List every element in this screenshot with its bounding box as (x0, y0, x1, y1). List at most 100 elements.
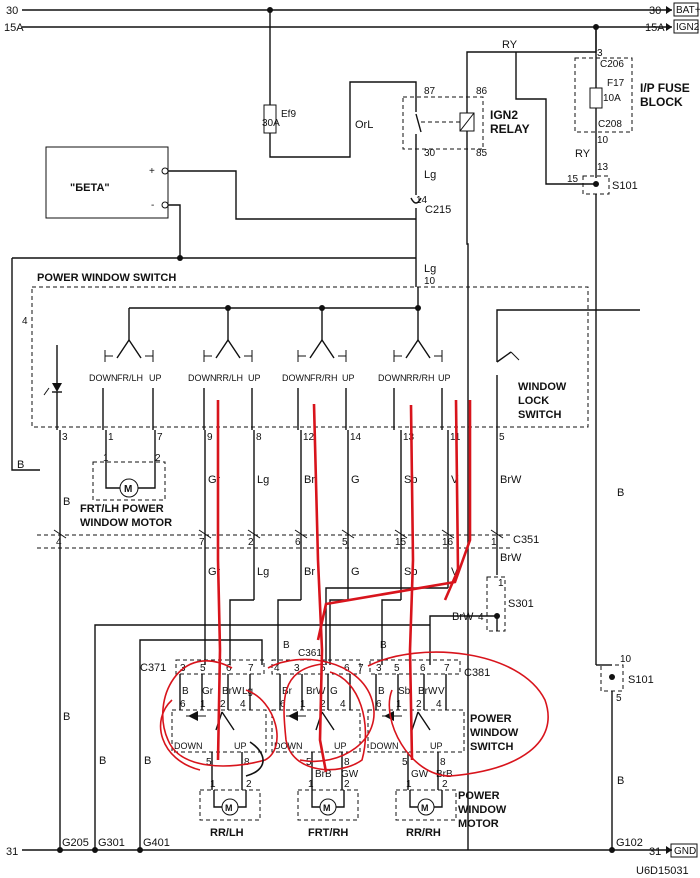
sub-switch-bottom-pin: 8 (244, 757, 250, 768)
sub-switch-bottom-color: BrB (436, 769, 453, 780)
switch-up-label: UP (149, 373, 162, 383)
wire-b-left2: B (63, 496, 70, 508)
c361-pin: 7 (358, 663, 364, 674)
switch-up-label: UP (438, 373, 451, 383)
sub-switch-pin: 6 (180, 699, 186, 710)
ip-fuse-block (574, 57, 633, 133)
svg-text:10: 10 (620, 654, 632, 665)
c208: C208 (598, 119, 622, 130)
wire-b-left3: B (63, 711, 70, 723)
svg-text:M: M (124, 484, 132, 495)
ground-line-label-right: 31 (649, 846, 661, 858)
switch-pin-label: 5 (499, 432, 505, 443)
g301: G301 (98, 837, 125, 849)
switch-group-label: FR/LH (117, 373, 143, 383)
sub-switch-pin: 4 (436, 699, 442, 710)
sub-switch-title-2: WINDOW (470, 727, 519, 739)
svg-text:1: 1 (498, 578, 504, 589)
motor-pin: 1 (210, 779, 216, 790)
svg-text:14: 14 (416, 195, 428, 206)
sub-switch-up: UP (334, 741, 347, 751)
fuse-f17-name: F17 (607, 78, 625, 89)
sub-switch-pin: 1 (396, 699, 402, 710)
c371-label: C371 (140, 662, 166, 674)
c361-pin: 6 (344, 663, 350, 674)
c381-pin: 6 (420, 663, 426, 674)
ign2-relay (402, 96, 484, 150)
relay-name: IGN2 (490, 108, 518, 122)
power-window-switch (31, 286, 589, 428)
ign-rail-label-right: 15A (645, 22, 665, 34)
motor-1 (297, 789, 359, 821)
g102: G102 (616, 837, 643, 849)
s101-right-label: S101 (628, 674, 654, 686)
sub-switch-bottom-pin: 5 (206, 757, 212, 768)
c371-pin: 5 (200, 663, 206, 674)
lock-label-1: WINDOW (518, 381, 567, 393)
sub-switch-bottom-pin: 8 (440, 757, 446, 768)
wire-orl: OrL (355, 119, 373, 131)
fuse-f17 (589, 87, 603, 109)
switch-down-label: DOWN (378, 373, 407, 383)
sub-switch-wire-color: G (330, 686, 338, 697)
lock-label-3: SWITCH (518, 409, 561, 421)
ground-line-label: 31 (6, 846, 18, 858)
sub-switch-bottom-pin: 5 (306, 757, 312, 768)
sub-switch-wire-color: Br (282, 686, 293, 697)
sub-switch-frt-rh (271, 709, 361, 753)
wire-lg-relay: Lg (424, 169, 436, 181)
fuse-block-name: I/P FUSE (640, 81, 690, 95)
switch-pin-label: 1 (108, 432, 114, 443)
sub-switch-pin: 6 (376, 699, 382, 710)
svg-text:87: 87 (424, 86, 436, 97)
wire-color-label: G (351, 566, 360, 578)
wire-b-mid2: B (380, 640, 387, 651)
svg-text:85: 85 (476, 148, 488, 159)
motor-m-label: M (421, 803, 429, 813)
fuse-ef9-name: Ef9 (281, 109, 296, 120)
sub-switch-down: DOWN (370, 741, 399, 751)
indicator-led-icon (52, 383, 62, 392)
sub-switch-wire-color: BrW (306, 686, 326, 697)
c361-label: C361 (298, 648, 322, 659)
switch-down-label: DOWN (188, 373, 217, 383)
svg-text:3: 3 (597, 48, 603, 59)
switch-group-label: RR/LH (216, 373, 243, 383)
c381-pin: 5 (394, 663, 400, 674)
wire-color-label: G (351, 474, 360, 486)
wire-color-label: Lg (257, 566, 269, 578)
wire-color-label: Sb (404, 566, 417, 578)
g401: G401 (143, 837, 170, 849)
svg-text:-: - (151, 200, 154, 211)
s101-top-label: S101 (612, 180, 638, 192)
svg-text:30: 30 (424, 148, 436, 159)
s301 (486, 576, 506, 632)
motor-title-3: MOTOR (458, 818, 499, 830)
c381-pin: 3 (376, 663, 382, 674)
svg-text:13: 13 (597, 162, 609, 173)
svg-text:15: 15 (567, 174, 579, 185)
wire-color-label: Lg (257, 474, 269, 486)
switch-pin-label: 14 (350, 432, 362, 443)
wire-ry-mid: RY (575, 148, 591, 160)
frt-lh-label-1: FRT/LH POWER (80, 503, 164, 515)
fuse-f17-rating: 10A (603, 93, 621, 104)
c381-pin: 7 (444, 663, 450, 674)
sub-switch-pin: 1 (300, 699, 306, 710)
motor-pin: 1 (308, 779, 314, 790)
c381-label: C381 (464, 667, 490, 679)
frt-lh-label-2: WINDOW MOTOR (80, 517, 172, 529)
sub-switch-wire-color: Sb (398, 686, 411, 697)
sub-switch-pin: 6 (280, 699, 286, 710)
wire-ry-top: RY (502, 39, 518, 51)
sub-switch-bottom-color: GW (411, 769, 429, 780)
svg-text:4: 4 (478, 612, 484, 623)
wire-b-mid3: B (99, 755, 106, 767)
switch-up-label: UP (342, 373, 355, 383)
c351-label: C351 (513, 534, 539, 546)
motor-0 (199, 789, 261, 821)
c215: C215 (425, 204, 451, 216)
svg-text:1: 1 (103, 453, 109, 464)
sub-switch-pin: 4 (340, 699, 346, 710)
sub-switch-wire-color: Gr (202, 686, 214, 697)
